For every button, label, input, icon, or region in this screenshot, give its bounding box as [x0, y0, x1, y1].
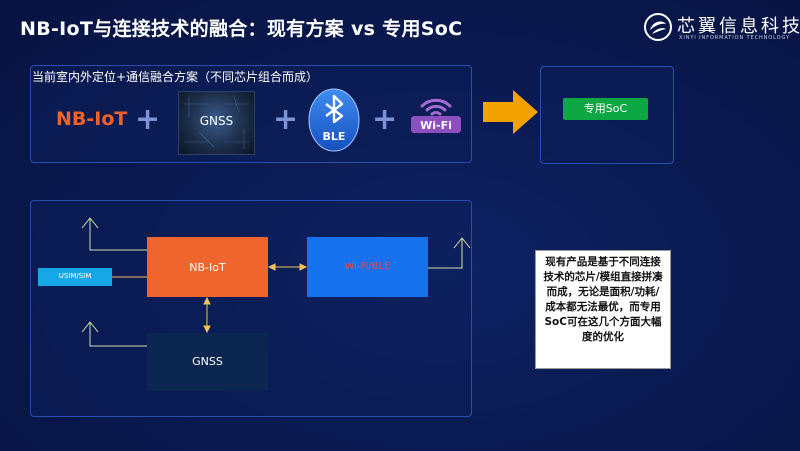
soc-badge: 专用SoC [563, 98, 648, 120]
bluetooth-icon: BLE [308, 88, 360, 152]
wifi-ble-block: Wi-Fi/BLE [307, 237, 428, 297]
wifi-label: Wi-Fi [420, 119, 452, 132]
brand-mark-icon [644, 13, 672, 41]
nbiot-block: NB-IoT [147, 237, 268, 297]
gnss-block-label: GNSS [192, 355, 223, 368]
brand-name: 芯翼信息科技 [677, 16, 800, 37]
brand-tagline: XINYI INFORMATION TECHNOLOGY [679, 35, 790, 41]
explanation-text: 现有产品是基于不同连接技术的芯片/模组直接拼凑而成，无论是面积/功耗/成本都无法… [543, 256, 663, 343]
current-solution-label: 当前室内外定位+通信融合方案（不同芯片组合而成） [32, 70, 319, 84]
wifi-icon: Wi-Fi [411, 98, 461, 133]
gnss-block: GNSS [147, 333, 268, 391]
plus-icon: + [135, 102, 161, 137]
ble-label: BLE [323, 130, 346, 143]
page-title: NB-IoT与连接技术的融合：现有方案 vs 专用SoC [20, 18, 463, 40]
circuit-icon [184, 96, 249, 149]
explanation-note: 现有产品是基于不同连接技术的芯片/模组直接拼凑而成，无论是面积/功耗/成本都无法… [535, 250, 671, 369]
usim-block-label: USIM/SIM [58, 272, 92, 280]
brand-logo: 芯翼信息科技 XINYI INFORMATION TECHNOLOGY [643, 10, 800, 44]
usim-block: USIM/SIM [38, 268, 112, 286]
wifi-ble-block-label: Wi-Fi/BLE [344, 261, 391, 272]
nbiot-logo: NB-IoT [56, 108, 128, 130]
gnss-chip-image: GNSS [178, 91, 255, 155]
nbiot-block-label: NB-IoT [189, 261, 226, 274]
plus-icon: + [372, 102, 398, 137]
plus-icon: + [273, 102, 299, 137]
arrow-right-icon [483, 90, 538, 134]
gnss-chip-label: GNSS [199, 114, 234, 128]
